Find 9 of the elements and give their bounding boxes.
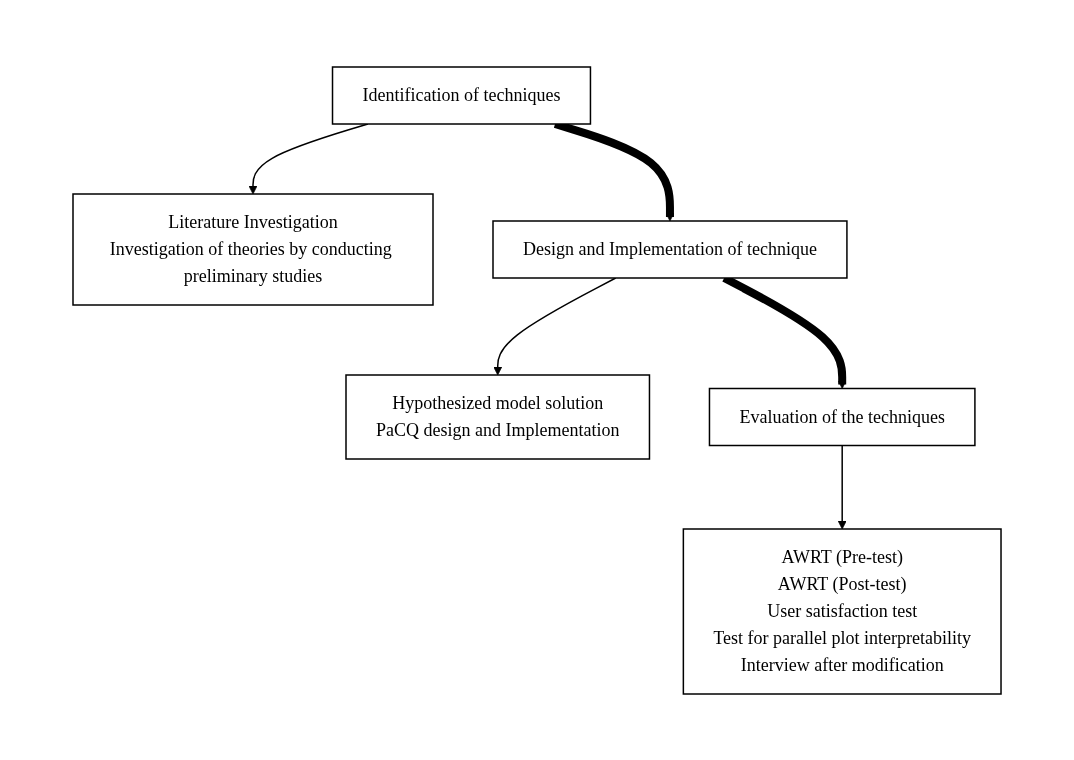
arrow	[837, 444, 847, 529]
node-box: Evaluation of the techniques	[708, 387, 976, 446]
node-box: Identification of techniques	[331, 65, 592, 125]
arrow	[248, 122, 369, 194]
node-box: Literature Investigation Investigation of theories by conducting preliminary studies	[72, 192, 434, 306]
arrow	[493, 276, 617, 375]
node-box: AWRT (Pre-test) AWRT (Post-test) User satisfaction test Test for parallel plot interpretability Interview after modification	[682, 527, 1002, 695]
node-box: Hypothesized model solution PaCQ design and Implementation	[345, 373, 651, 460]
node-box: Design and Implementation of technique	[492, 219, 848, 279]
